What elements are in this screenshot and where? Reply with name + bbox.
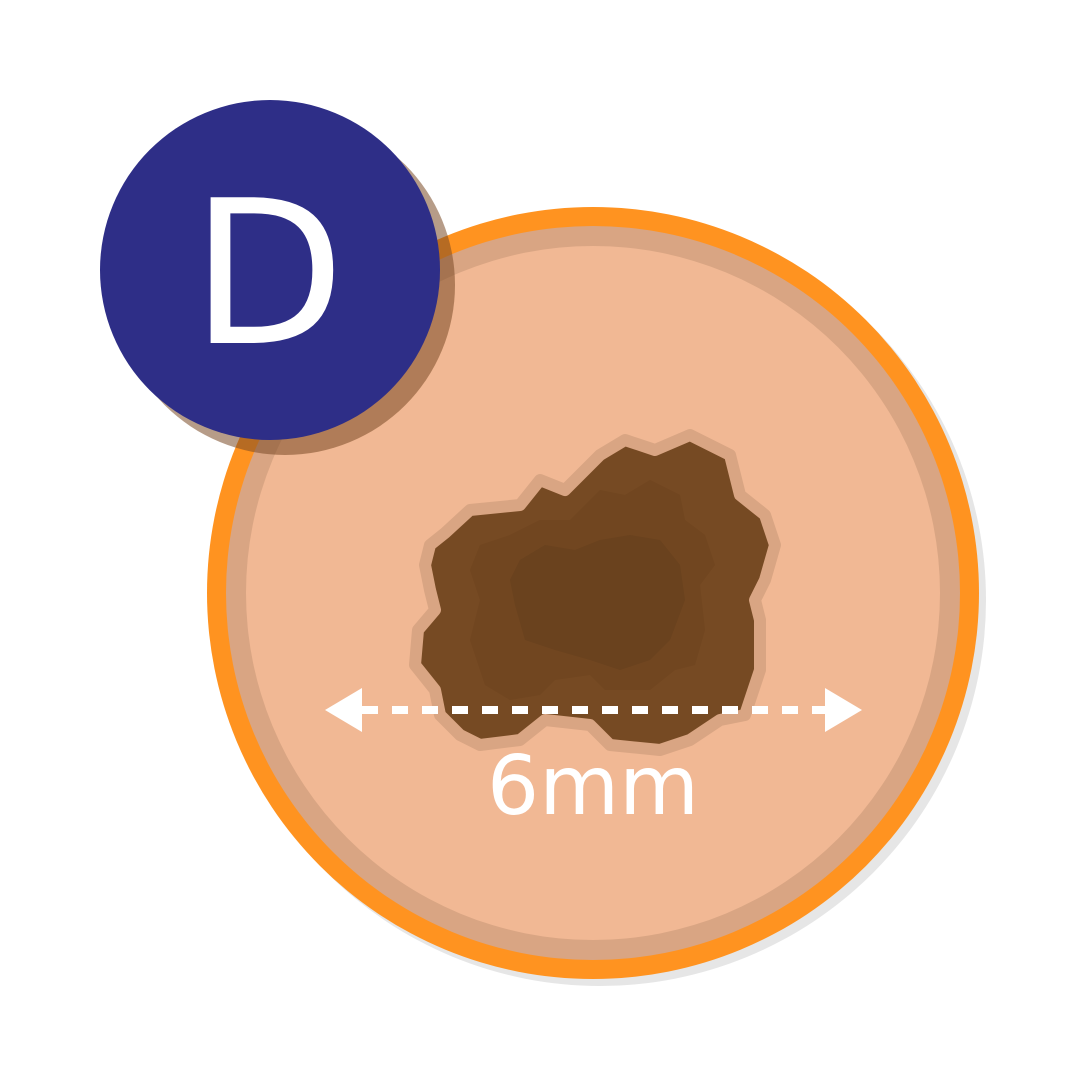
mole-core xyxy=(510,535,685,670)
mole xyxy=(409,429,781,756)
arrow-head-right-icon xyxy=(825,688,862,732)
badge-letter: D xyxy=(191,158,345,391)
diameter-label: 6mm xyxy=(487,739,699,834)
diameter-arrow xyxy=(325,688,862,732)
arrow-head-left-icon xyxy=(325,688,362,732)
badge-circle xyxy=(100,100,440,440)
